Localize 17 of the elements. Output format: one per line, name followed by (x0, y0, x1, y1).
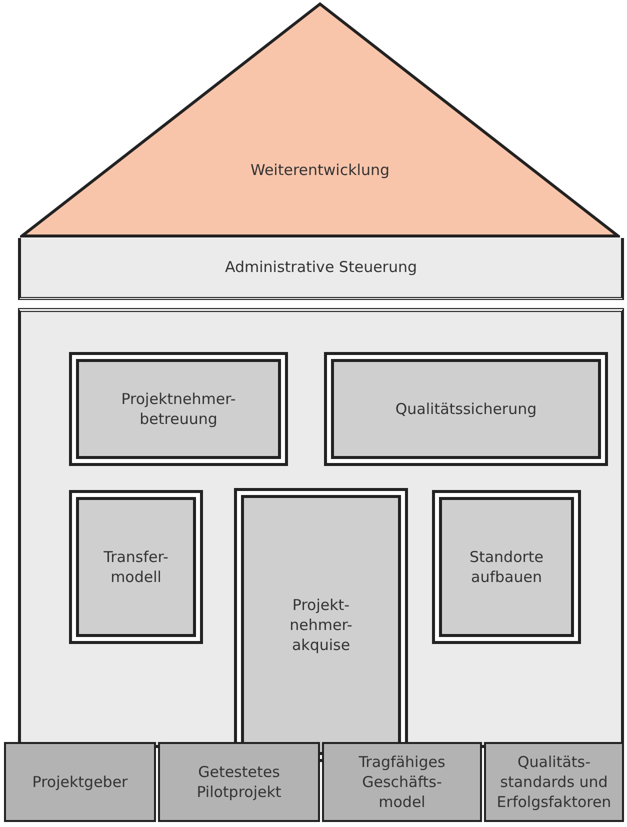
box-label: Tragfähiges Geschäfts- model (358, 752, 446, 812)
box-label: Qualitätssicherung (394, 398, 538, 420)
box-label: Projektgeber (31, 772, 129, 792)
box-label: Projektnehmer- betreuung (120, 388, 237, 430)
box-label: Qualitäts- standards und Erfolgsfaktoren (496, 752, 612, 812)
foundation-block (158, 742, 320, 822)
box-label: Transfer- modell (102, 546, 170, 588)
box-label: Weiterentwicklung (250, 160, 390, 180)
foundation-block (322, 742, 482, 822)
roof-triangle (20, 2, 620, 238)
foundation-block (4, 742, 156, 822)
box-label: Administrative Steuerung (224, 257, 418, 278)
box-label: Standorte aufbauen (468, 546, 545, 588)
foundation-block (484, 742, 624, 822)
box-label: Projekt- nehmer- akquise (288, 594, 354, 656)
box-label: Getestetes Pilotprojekt (196, 762, 282, 802)
band (18, 238, 624, 300)
